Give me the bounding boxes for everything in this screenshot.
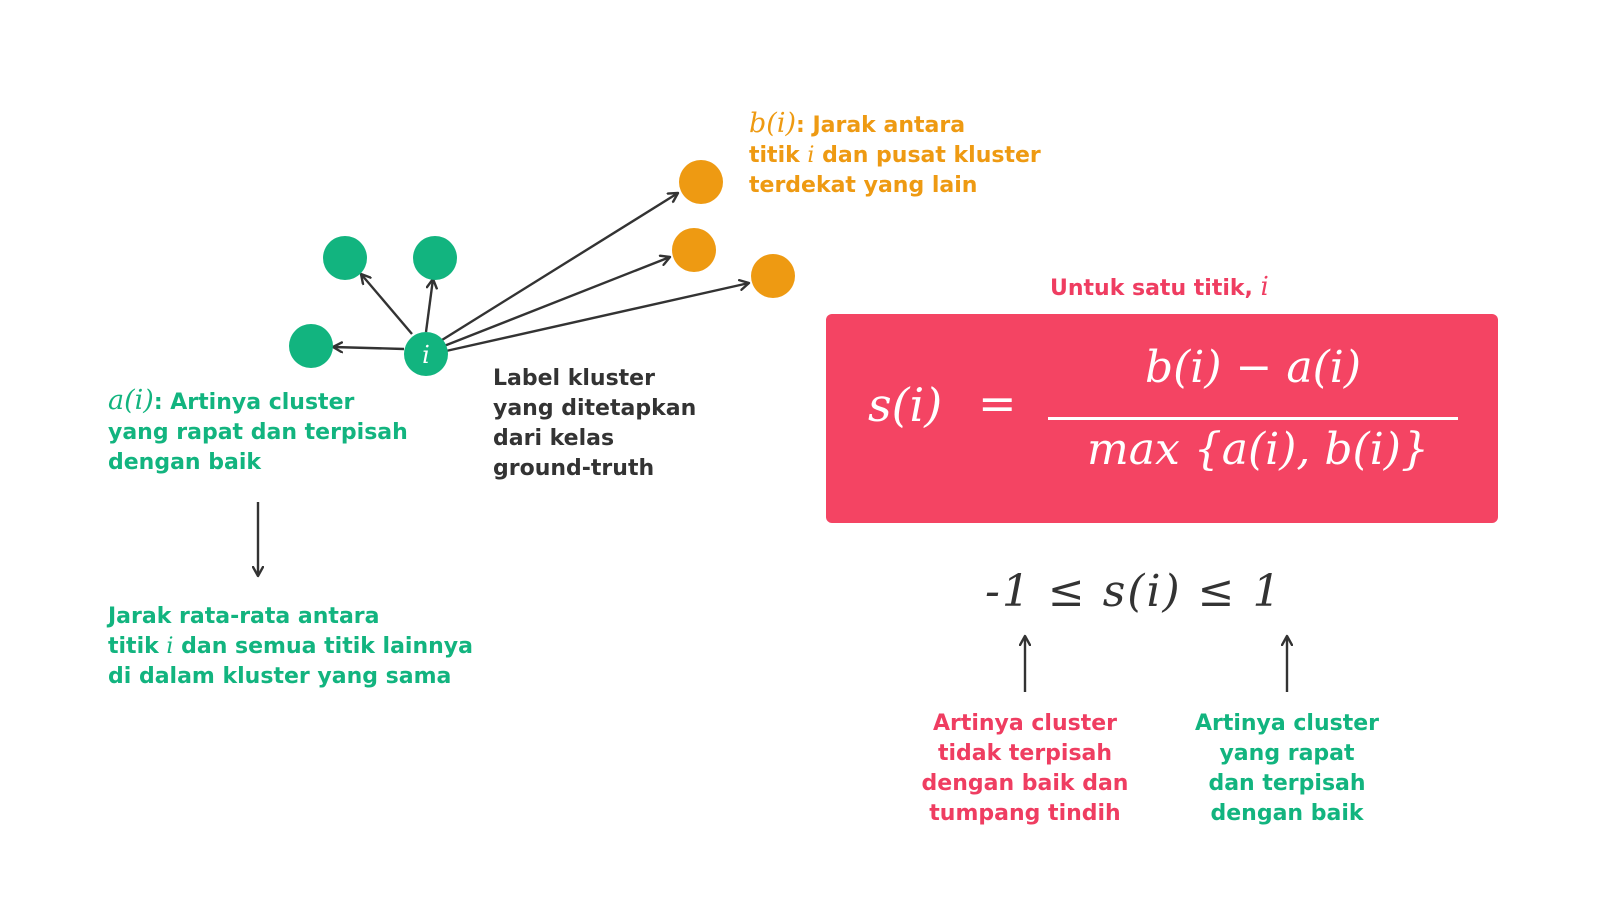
green-point-top-right (413, 236, 457, 280)
high-meaning-line3: dan terpisah (1208, 771, 1366, 796)
formula-denominator: max {a(i), b(i)} (1087, 424, 1429, 475)
orange-point-middle (672, 228, 716, 272)
a-label-line3: dengan baik (108, 450, 262, 475)
cluster-label-note: Label kluster yang ditetapkan dari kelas… (493, 364, 696, 484)
orange-point-right (751, 254, 795, 298)
cluster-label-line4: ground-truth (493, 456, 655, 481)
b-label-line1: b(i): Jarak antara (749, 108, 966, 139)
low-meaning: Artinya cluster tidak terpisah dengan ba… (905, 709, 1145, 829)
green-point-left (289, 324, 333, 368)
point-i (404, 332, 448, 376)
low-meaning-line3: dengan baik dan (921, 771, 1129, 796)
formula-equals: = (978, 376, 1017, 430)
fraction-bar (1048, 417, 1458, 420)
b-label: b(i): Jarak antara titik i dan pusat klu… (749, 109, 1041, 201)
point-i-label: i (422, 341, 430, 369)
a-label-line2: yang rapat dan terpisah (108, 420, 408, 445)
green-point-top-left (323, 236, 367, 280)
a-desc-line1: Jarak rata-rata antara (108, 604, 380, 629)
high-meaning: Artinya cluster yang rapat dan terpisah … (1167, 709, 1407, 829)
b-label-line2: titik i dan pusat kluster (749, 143, 1041, 168)
low-meaning-line2: tidak terpisah (937, 741, 1113, 766)
formula-box: s(i) = b(i) − a(i) max {a(i), b(i)} (826, 314, 1498, 523)
b-label-line3: terdekat yang lain (749, 173, 978, 198)
a-label-line1: a(i): Artinya cluster (108, 385, 355, 416)
arrow-to-orange-top (441, 193, 678, 342)
arrow-to-orange-right (445, 283, 749, 353)
formula-lhs: s(i) (868, 378, 943, 432)
a-desc-line2: titik i dan semua titik lainnya (108, 634, 473, 659)
silhouette-range: -1 ≤ s(i) ≤ 1 (985, 566, 1283, 617)
b-label-math: b(i) (749, 108, 796, 139)
a-desc-line3: di dalam kluster yang sama (108, 664, 452, 689)
formula-caption: Untuk satu titik, i (1050, 272, 1269, 302)
formula-numerator: b(i) − a(i) (1144, 342, 1362, 393)
arrow-to-green-top-left (361, 274, 413, 335)
arrow-to-green-left (333, 347, 405, 349)
orange-point-top (679, 160, 723, 204)
arrow-to-orange-middle (443, 257, 670, 348)
high-meaning-line4: dengan baik (1210, 801, 1364, 826)
high-meaning-line2: yang rapat (1219, 741, 1355, 766)
low-meaning-line1: Artinya cluster (932, 711, 1118, 736)
cluster-label-line1: Label kluster (493, 366, 655, 391)
a-label-math: a(i) (108, 385, 154, 416)
a-label: a(i): Artinya cluster yang rapat dan ter… (108, 386, 408, 478)
cluster-label-line3: dari kelas (493, 426, 615, 451)
a-description: Jarak rata-rata antara titik i dan semua… (108, 602, 473, 692)
low-meaning-line4: tumpang tindih (929, 801, 1121, 826)
high-meaning-line1: Artinya cluster (1194, 711, 1380, 736)
cluster-label-line2: yang ditetapkan (493, 396, 697, 421)
arrow-to-green-top-right (424, 279, 433, 333)
